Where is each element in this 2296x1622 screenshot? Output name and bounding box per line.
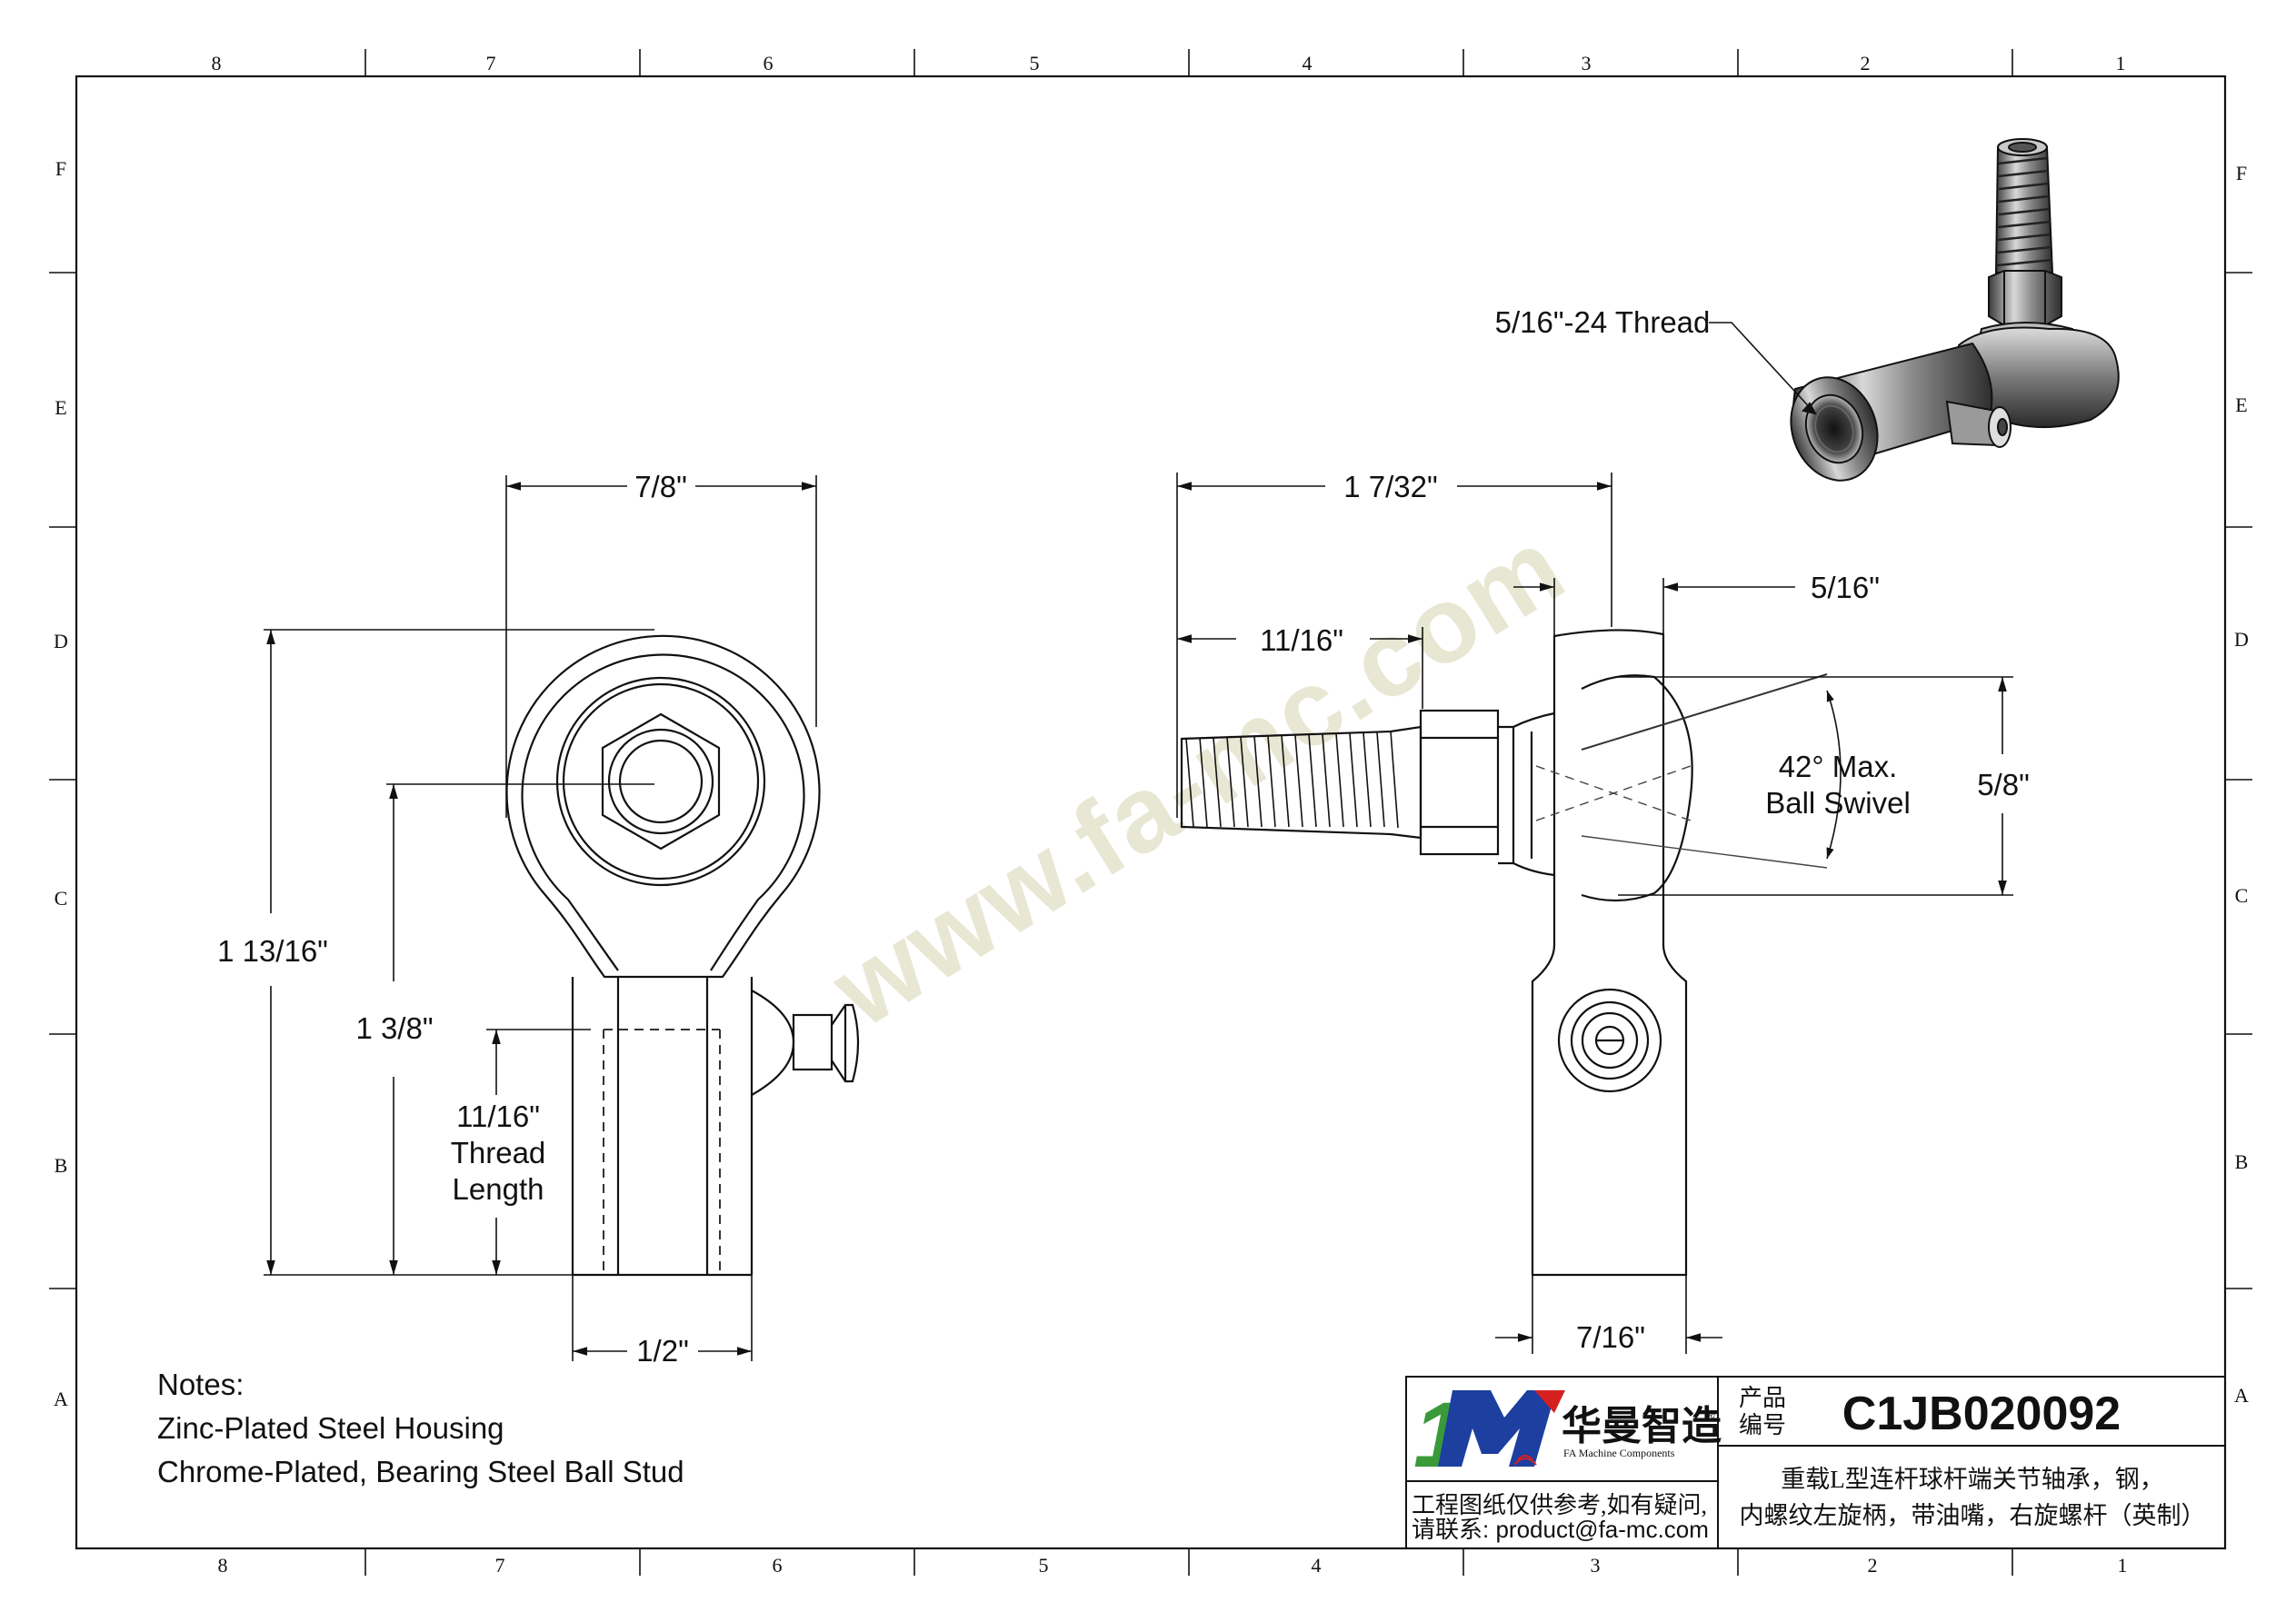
dim-width-7-8: 7/8" xyxy=(634,470,687,503)
col-label-5-bottom: 5 xyxy=(1039,1554,1049,1577)
col-label-6-bottom: 6 xyxy=(773,1554,783,1577)
dim-ball-5-8: 5/8" xyxy=(1977,768,2030,801)
grease-fitting-side-hole xyxy=(1594,1025,1625,1056)
dim-shank-1-2: 1/2" xyxy=(636,1334,689,1368)
dim-height-1-13-16: 1 13/16" xyxy=(217,934,328,968)
stud-core-circle xyxy=(618,739,704,824)
disclaimer-line-2: 请联系: product@fa-mc.com xyxy=(1412,1516,1709,1543)
description-line-2: 内螺纹左旋柄，带油嘴，右旋螺杆（英制） xyxy=(1740,1502,2206,1529)
grease-fitting-side-nozzle xyxy=(1581,1011,1639,1070)
col-label-8: 8 xyxy=(212,52,222,75)
grease-fitting-side-outer xyxy=(1557,988,1662,1093)
swivel-label-2: Ball Swivel xyxy=(1765,786,1911,820)
iso-hex-nut xyxy=(1988,270,2062,326)
drawing-frame: 8 7 6 5 4 3 2 1 8 7 6 5 4 3 2 1 F E D C … xyxy=(49,49,2252,1577)
part-label-2: 编号 xyxy=(1739,1412,1786,1438)
side-view xyxy=(1180,629,1693,1277)
brand-logo: 1 华曼智造 ® FA Machine Components xyxy=(1413,1383,1722,1487)
dim-body-7-16: 7/16" xyxy=(1576,1320,1645,1354)
col-label-4-bottom: 4 xyxy=(1312,1554,1322,1577)
row-label-a-right: A xyxy=(2234,1384,2249,1407)
logo-red-accent xyxy=(1534,1390,1565,1413)
rod-end-head-inner-outline xyxy=(521,653,805,971)
row-label-c: C xyxy=(55,887,68,910)
row-label-f: F xyxy=(55,157,66,180)
row-label-a: A xyxy=(54,1388,68,1410)
dim-offset-5-16: 5/16" xyxy=(1811,571,1880,604)
row-label-d-right: D xyxy=(2234,628,2249,651)
hex-nut-side xyxy=(1419,709,1500,856)
notes-line-2: Chrome-Plated, Bearing Steel Ball Stud xyxy=(157,1455,684,1488)
notes-heading: Notes: xyxy=(157,1368,244,1401)
col-label-2-bottom: 2 xyxy=(1868,1554,1878,1577)
col-label-3: 3 xyxy=(1582,52,1592,75)
dim-thread-length-1: 11/16" xyxy=(456,1100,540,1133)
col-label-5: 5 xyxy=(1030,52,1040,75)
row-label-d: D xyxy=(54,630,68,652)
dim-thread-length-2: Thread xyxy=(451,1136,546,1169)
part-number: C1JB020092 xyxy=(1842,1388,2121,1440)
col-label-8-bottom: 8 xyxy=(218,1554,228,1577)
col-label-2: 2 xyxy=(1861,52,1871,75)
row-label-b-right: B xyxy=(2235,1150,2249,1173)
side-view-dimensions xyxy=(1176,473,2013,1354)
col-label-3-bottom: 3 xyxy=(1591,1554,1601,1577)
col-label-7: 7 xyxy=(486,52,496,75)
grease-fitting-hex xyxy=(792,1013,834,1071)
swivel-construction-lines xyxy=(1535,673,1842,869)
dim-stud-11-16: 11/16" xyxy=(1260,623,1343,657)
col-label-1-bottom: 1 xyxy=(2118,1554,2128,1577)
row-label-e: E xyxy=(55,396,66,419)
ball-outline xyxy=(1581,674,1693,902)
dim-center-1-3-8: 1 3/8" xyxy=(355,1011,433,1045)
row-label-c-right: C xyxy=(2235,884,2249,907)
col-label-7-bottom: 7 xyxy=(495,1554,505,1577)
stud-thread-circle xyxy=(607,728,714,835)
disclaimer-line-1: 工程图纸仅供参考,如有疑问, xyxy=(1412,1492,1707,1518)
title-block xyxy=(1405,1376,2226,1549)
description-line-1: 重载L型连杆球杆端关节轴承，钢， xyxy=(1781,1466,2164,1493)
part-label-1: 产品 xyxy=(1739,1385,1786,1411)
brand-name-cn: 华曼智造 xyxy=(1562,1404,1722,1448)
front-view xyxy=(505,634,860,1277)
logo-m-shape xyxy=(1438,1390,1556,1467)
rod-end-head-outline xyxy=(505,634,821,979)
bearing-race-inner xyxy=(562,682,760,881)
col-label-4: 4 xyxy=(1303,52,1313,75)
ball-collar xyxy=(1512,711,1555,877)
dim-thread-length-3: Length xyxy=(453,1172,544,1206)
grease-fitting-side-ring xyxy=(1570,1000,1650,1080)
watermark: www.fa-mc.com xyxy=(812,505,1585,1050)
dim-length-1-7-32: 1 7/32" xyxy=(1343,470,1437,503)
swivel-label-1: 42° Max. xyxy=(1779,750,1898,783)
col-label-1: 1 xyxy=(2116,52,2126,75)
grease-fitting-front xyxy=(751,990,795,1096)
registered-mark: ® xyxy=(1706,1408,1715,1422)
isometric-view xyxy=(1709,138,2120,482)
row-label-f-right: F xyxy=(2236,162,2247,184)
row-label-b: B xyxy=(55,1154,68,1177)
row-label-e-right: E xyxy=(2235,393,2247,416)
bearing-race xyxy=(555,676,766,887)
grease-fitting-tip xyxy=(831,1003,860,1083)
front-view-dimensions xyxy=(264,475,817,1361)
col-label-6: 6 xyxy=(764,52,774,75)
notes-line-1: Zinc-Plated Steel Housing xyxy=(157,1411,504,1445)
thread-ridges xyxy=(1185,731,1399,829)
side-body-outline xyxy=(1531,629,1688,1277)
hex-nut-front xyxy=(601,712,721,851)
iso-thread-label: 5/16"-24 Thread xyxy=(1495,305,1711,339)
brand-name-en: FA Machine Components xyxy=(1563,1447,1675,1459)
